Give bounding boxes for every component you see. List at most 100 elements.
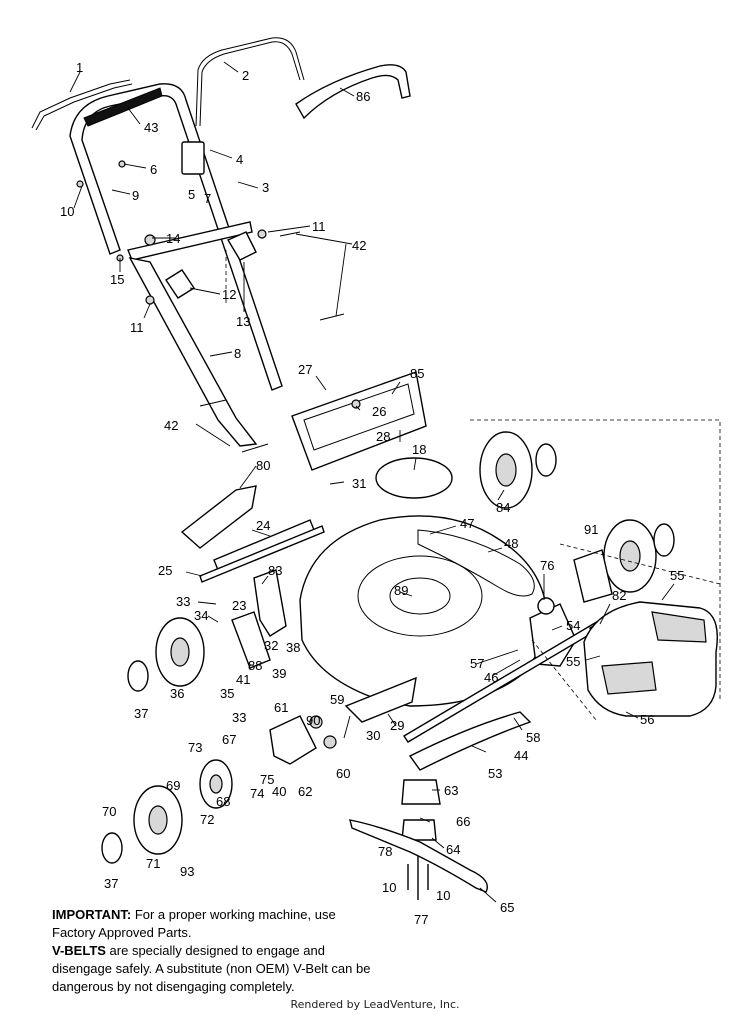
- leader-lines: [69, 61, 675, 903]
- callout-80: 80: [256, 458, 270, 473]
- part-1-control-bail: [31, 79, 133, 131]
- deck-motor-opening: [357, 555, 483, 637]
- callout-55b: 55: [566, 654, 580, 669]
- callout-34: 34: [194, 608, 208, 623]
- important-paragraph: IMPORTANT: For a proper working machine,…: [52, 906, 382, 942]
- callout-35: 35: [220, 686, 234, 701]
- callout-2: 2: [242, 68, 249, 83]
- part-91-gear-case: [573, 549, 613, 603]
- callout-72: 72: [200, 812, 214, 827]
- callout-73: 73: [188, 740, 202, 755]
- callout-28: 28: [376, 429, 390, 444]
- callout-89: 89: [394, 583, 408, 598]
- hardware-26: [351, 399, 361, 409]
- part-35-front-wheel-hub: [170, 637, 190, 667]
- part-18-cover-ring: [375, 457, 453, 499]
- important-text: For a proper working machine, use Factor…: [52, 907, 336, 940]
- vbelts-paragraph: V-BELTS are specially designed to engage…: [52, 942, 382, 996]
- callout-9: 9: [132, 188, 139, 203]
- callout-5: 5: [188, 187, 195, 202]
- callout-88: 88: [248, 658, 262, 673]
- callout-74: 74: [250, 786, 264, 801]
- callout-69: 69: [166, 778, 180, 793]
- callout-8: 8: [234, 346, 241, 361]
- handle-crossbar: [127, 221, 253, 261]
- callout-30: 30: [366, 728, 380, 743]
- part-73-drive-gear-center: [209, 774, 223, 794]
- callout-33a: 33: [176, 594, 190, 609]
- part-86-grab-bar: [295, 64, 411, 120]
- bolt-42c: [199, 399, 227, 407]
- callout-91: 91: [584, 522, 598, 537]
- callout-37b: 37: [104, 876, 118, 891]
- callout-86: 86: [356, 89, 370, 104]
- callout-56: 56: [640, 712, 654, 727]
- callout-61: 61: [274, 700, 288, 715]
- hardware-14: [144, 234, 156, 246]
- part-37-hubcap-a: [127, 660, 149, 692]
- callout-59: 59: [330, 692, 344, 707]
- part-85-window: [303, 383, 415, 451]
- important-notice: IMPORTANT: For a proper working machine,…: [52, 906, 382, 996]
- part-54-transmission: [529, 603, 577, 667]
- callout-54: 54: [566, 618, 580, 633]
- part-56-detail-bottom: [601, 661, 657, 695]
- hardware-10: [76, 180, 84, 188]
- part-76-pulley: [537, 597, 555, 615]
- callout-38: 38: [286, 640, 300, 655]
- part-61-wheel-bracket: [269, 715, 317, 765]
- render-credit: Rendered by LeadVenture, Inc.: [290, 998, 460, 1011]
- alignment-line-2: [470, 419, 721, 700]
- callout-6: 6: [150, 162, 157, 177]
- callout-68: 68: [216, 794, 230, 809]
- important-label: IMPORTANT:: [52, 907, 132, 922]
- part-89-motor-mount: [389, 577, 451, 615]
- callout-47: 47: [460, 516, 474, 531]
- callout-82: 82: [612, 588, 626, 603]
- callout-46: 46: [484, 670, 498, 685]
- callout-77: 77: [414, 912, 428, 927]
- part-39-adjuster-plate: [231, 611, 271, 669]
- callout-24: 24: [256, 518, 270, 533]
- callout-27: 27: [298, 362, 312, 377]
- vbelts-label: V-BELTS: [52, 943, 106, 958]
- callout-71: 71: [146, 856, 160, 871]
- callout-65: 65: [500, 900, 514, 915]
- part-5-control-bracket: [181, 141, 205, 175]
- callout-53: 53: [488, 766, 502, 781]
- callout-66: 66: [456, 814, 470, 829]
- callout-75: 75: [260, 772, 274, 787]
- callout-labels: 1 2 86 43 4 6 5 7 3 9 10 11 42 14 15 12 …: [60, 60, 684, 927]
- callout-76: 76: [540, 558, 554, 573]
- callout-32: 32: [264, 638, 278, 653]
- part-13-handle-knob: [226, 231, 257, 261]
- part-25-rod: [199, 525, 325, 583]
- callout-90: 90: [306, 713, 320, 728]
- part-80-chute-flap: [180, 485, 257, 549]
- callout-78: 78: [378, 844, 392, 859]
- callout-10c: 10: [436, 888, 450, 903]
- callout-25: 25: [158, 563, 172, 578]
- callout-42b: 42: [164, 418, 178, 433]
- callout-15: 15: [110, 272, 124, 287]
- callout-85: 85: [410, 366, 424, 381]
- part-84-rear-wheel-hub: [495, 453, 517, 487]
- part-43-foam-grip: [83, 87, 163, 127]
- part-23-height-adjuster: [253, 569, 287, 637]
- callout-67: 67: [222, 732, 236, 747]
- part-59-bushing: [323, 735, 337, 749]
- part-12-handle-knob: [165, 269, 195, 299]
- part-63-blade-adapter: [401, 779, 441, 805]
- callout-12: 12: [222, 287, 236, 302]
- callout-26: 26: [372, 404, 386, 419]
- right-hubcap: [653, 523, 675, 557]
- part-90-washer: [309, 715, 323, 729]
- callout-23: 23: [232, 598, 246, 613]
- callout-63: 63: [444, 783, 458, 798]
- callout-7: 7: [204, 191, 211, 206]
- callout-39: 39: [272, 666, 286, 681]
- callout-33b: 33: [232, 710, 246, 725]
- callout-41: 41: [236, 672, 250, 687]
- callout-83: 83: [268, 563, 282, 578]
